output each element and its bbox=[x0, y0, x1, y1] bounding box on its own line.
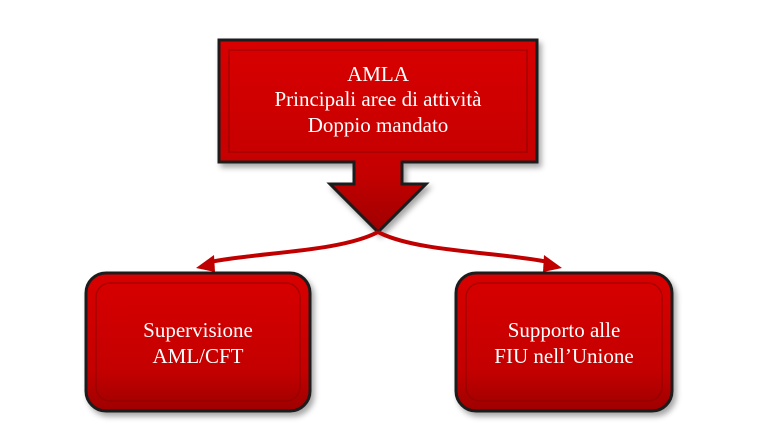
connector-right bbox=[377, 230, 549, 264]
right-box-line-1: Supporto alle bbox=[507, 318, 621, 343]
top-box-title: AMLA bbox=[347, 61, 409, 86]
top-box-subtitle: Principali aree di attività bbox=[274, 87, 482, 112]
top-box-mandate: Doppio mandato bbox=[307, 112, 449, 137]
connector-left bbox=[209, 230, 379, 264]
connector-right-arrowhead bbox=[543, 255, 562, 272]
top-callout-shape bbox=[217, 38, 539, 235]
top-box-text: AMLA Principali aree di attività Doppio … bbox=[222, 42, 534, 158]
left-box-line-2: AML/CFT bbox=[152, 344, 244, 368]
left-box-text: Supervisione AML/CFT bbox=[92, 280, 304, 408]
left-box-shape bbox=[84, 271, 312, 413]
left-box-line-1: Supervisione bbox=[143, 318, 253, 343]
right-box-shape bbox=[454, 271, 674, 413]
right-box-text: Supporto alle FIU nell’Unione bbox=[462, 280, 666, 408]
right-box-line-2: FIU nell’Unione bbox=[494, 344, 634, 368]
connector-left-arrowhead bbox=[196, 255, 215, 272]
